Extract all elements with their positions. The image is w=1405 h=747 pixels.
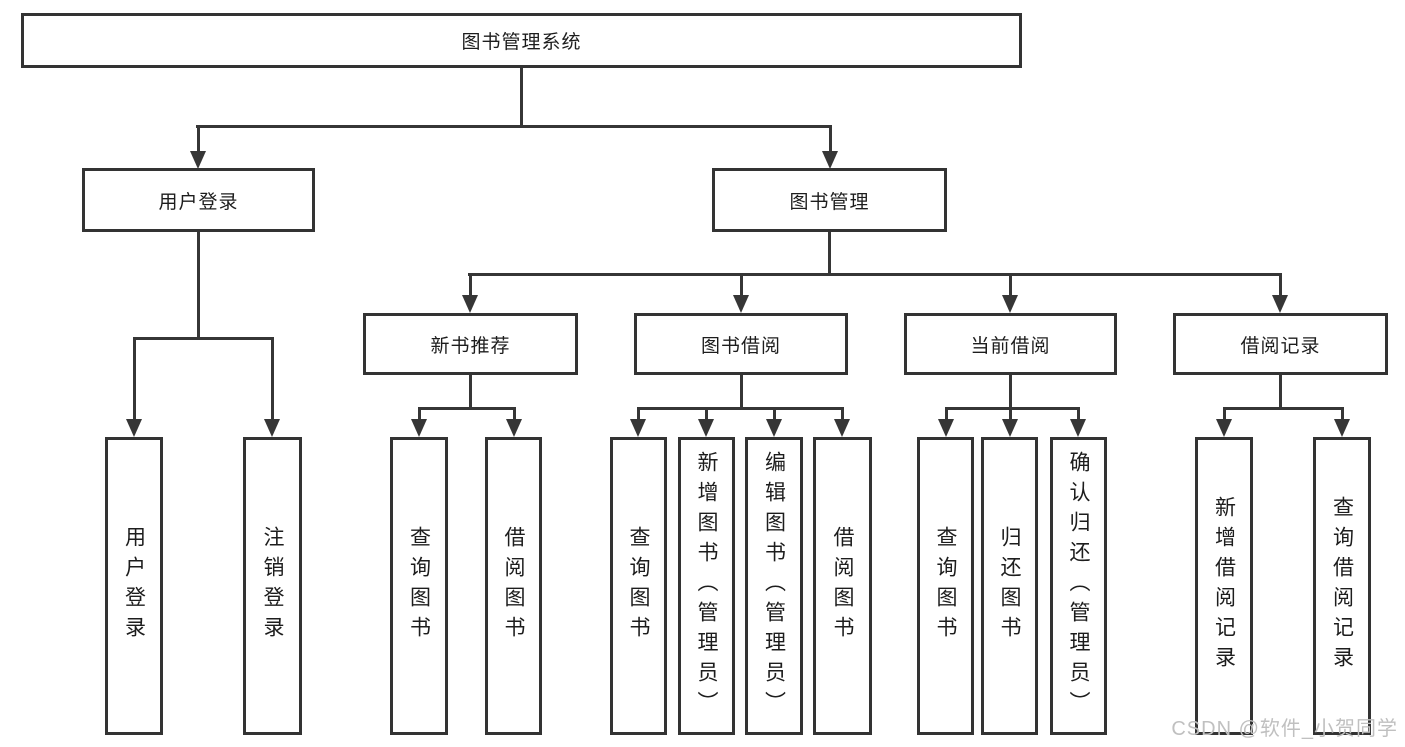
connector-line (1279, 273, 1282, 297)
leaf-add-book-admin-label: 新增图书（管理员） (695, 451, 718, 721)
node-current-borrowing-label: 当前借阅 (970, 335, 1051, 357)
connector-line (469, 375, 472, 407)
leaf-logout-label: 注销登录 (261, 526, 284, 646)
connector-line (133, 337, 274, 340)
connector-line (196, 125, 832, 128)
leaf-logout: 注销登录 (243, 437, 302, 735)
leaf-confirm-return-admin: 确认归还（管理员） (1050, 437, 1107, 735)
node-new-book-recommend: 新书推荐 (363, 313, 578, 375)
arrowhead-down-icon (1070, 419, 1086, 437)
node-book-borrowing-label: 图书借阅 (700, 335, 781, 357)
leaf-user-login: 用户登录 (105, 437, 163, 735)
connector-line (829, 125, 832, 152)
arrowhead-down-icon (733, 295, 749, 313)
connector-line (773, 407, 776, 421)
connector-line (1009, 375, 1012, 407)
connector-line (1009, 273, 1012, 297)
node-borrowing-records-label: 借阅记录 (1240, 335, 1321, 357)
leaf-return-book: 归还图书 (981, 437, 1038, 735)
connector-line (271, 337, 274, 421)
connector-line (1279, 375, 1282, 407)
leaf-edit-book-admin: 编辑图书（管理员） (745, 437, 803, 735)
connector-line (945, 407, 948, 421)
leaf-confirm-return-admin-label: 确认归还（管理员） (1067, 451, 1090, 721)
arrowhead-down-icon (411, 419, 427, 437)
leaf-borrow-books-borrowing: 借阅图书 (813, 437, 872, 735)
node-root: 图书管理系统 (21, 13, 1022, 68)
leaf-query-books-borrowing-label: 查询图书 (627, 526, 650, 646)
arrowhead-down-icon (190, 151, 206, 169)
arrowhead-down-icon (506, 419, 522, 437)
arrowhead-down-icon (938, 419, 954, 437)
arrowhead-down-icon (1002, 295, 1018, 313)
leaf-return-book-label: 归还图书 (998, 526, 1021, 646)
leaf-edit-book-admin-label: 编辑图书（管理员） (762, 451, 786, 721)
arrowhead-down-icon (630, 419, 646, 437)
connector-line (1341, 407, 1344, 421)
connector-line (197, 232, 200, 337)
leaf-query-books-current: 查询图书 (917, 437, 974, 735)
arrowhead-down-icon (1272, 295, 1288, 313)
connector-line (418, 407, 421, 421)
connector-line (418, 407, 515, 410)
arrowhead-down-icon (834, 419, 850, 437)
node-book-management-label: 图书管理 (789, 191, 870, 213)
connector-line (468, 273, 1282, 276)
leaf-user-login-label: 用户登录 (122, 526, 146, 646)
leaf-borrow-books-recommend-label: 借阅图书 (502, 526, 525, 646)
connector-line (197, 125, 200, 152)
leaf-add-book-admin: 新增图书（管理员） (678, 437, 735, 735)
connector-line (637, 407, 843, 410)
leaf-add-borrow-record-label: 新增借阅记录 (1212, 496, 1236, 676)
leaf-query-books-recommend: 查询图书 (390, 437, 448, 735)
connector-line (1223, 407, 1343, 410)
connector-line (841, 407, 844, 421)
connector-line (740, 273, 743, 297)
connector-line (705, 407, 708, 421)
connector-line (828, 232, 831, 273)
leaf-query-books-recommend-label: 查询图书 (407, 526, 431, 646)
node-current-borrowing: 当前借阅 (904, 313, 1117, 375)
leaf-query-borrow-record: 查询借阅记录 (1313, 437, 1371, 735)
connector-line (133, 337, 136, 421)
node-user-login-label: 用户登录 (158, 191, 239, 213)
node-book-management: 图书管理 (712, 168, 947, 232)
node-root-label: 图书管理系统 (461, 32, 582, 53)
leaf-borrow-books-borrowing-label: 借阅图书 (831, 526, 854, 646)
node-book-borrowing: 图书借阅 (634, 313, 848, 375)
arrowhead-down-icon (766, 419, 782, 437)
arrowhead-down-icon (1002, 419, 1018, 437)
connector-line (1009, 407, 1012, 421)
connector-line (520, 68, 523, 126)
leaf-query-borrow-record-label: 查询借阅记录 (1330, 496, 1354, 676)
arrowhead-down-icon (462, 295, 478, 313)
connector-line (637, 407, 640, 421)
leaf-borrow-books-recommend: 借阅图书 (485, 437, 542, 735)
connector-line (945, 407, 1079, 410)
leaf-query-books-current-label: 查询图书 (934, 526, 957, 646)
node-new-book-recommend-label: 新书推荐 (430, 335, 511, 357)
leaf-add-borrow-record: 新增借阅记录 (1195, 437, 1253, 735)
leaf-query-books-borrowing: 查询图书 (610, 437, 667, 735)
csdn-watermark: CSDN @软件_小贺同学 (1171, 718, 1398, 740)
arrowhead-down-icon (822, 151, 838, 169)
connector-line (513, 407, 516, 421)
arrowhead-down-icon (1334, 419, 1350, 437)
connector-line (1077, 407, 1080, 421)
arrowhead-down-icon (1216, 419, 1232, 437)
node-user-login: 用户登录 (82, 168, 315, 232)
node-borrowing-records: 借阅记录 (1173, 313, 1388, 375)
connector-line (469, 273, 472, 297)
connector-line (740, 375, 743, 407)
arrowhead-down-icon (264, 419, 280, 437)
arrowhead-down-icon (126, 419, 142, 437)
connector-line (1223, 407, 1226, 421)
arrowhead-down-icon (698, 419, 714, 437)
